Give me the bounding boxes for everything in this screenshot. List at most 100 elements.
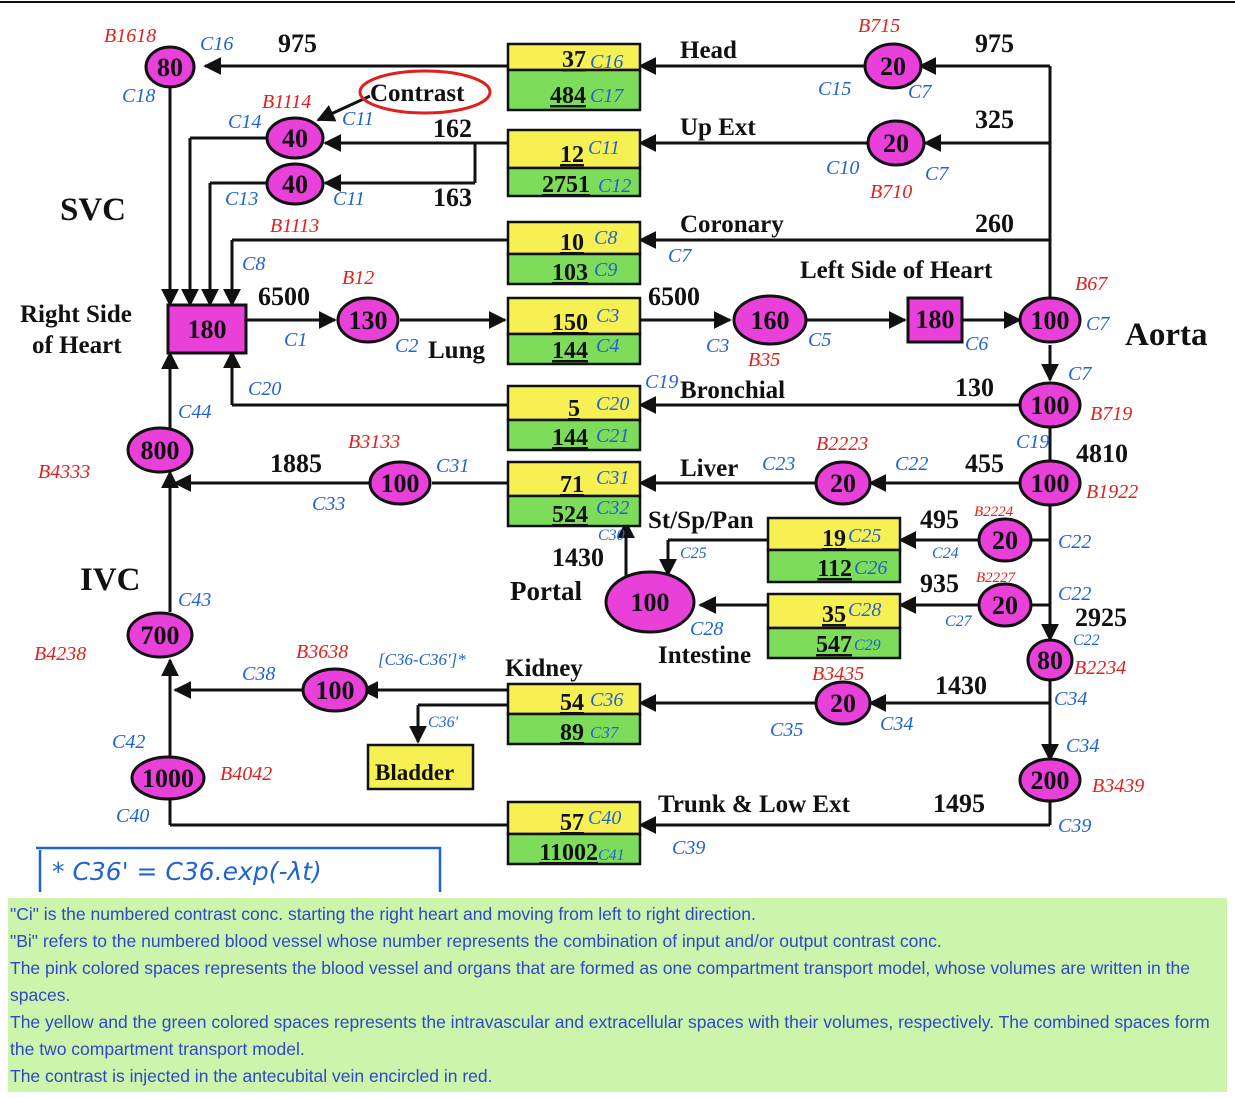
portal-vein-volume: 100 [631,588,670,617]
compartment-kidney: 54 89 [506,682,642,746]
flow-trunk: 1495 [933,789,985,818]
conc-label: C11 [333,188,365,210]
conc-label: C16 [200,33,233,55]
trunk-iv-volume: 57 [560,810,584,836]
vessel-label: B1618 [104,25,156,47]
lung-iv-volume: 150 [552,310,588,336]
coronary-label: Coronary [680,211,784,238]
conc-label: C34 [1066,735,1099,757]
flow-hepatic-arterial: 455 [965,449,1004,478]
flow-aorta-mid: 4810 [1076,439,1128,468]
conc-label: C39 [672,837,705,859]
up-ext-label: Up Ext [680,114,756,141]
ivc-upper-volume: 800 [141,436,180,465]
note-bi: "Bi" refers to the numbered blood vessel… [10,931,942,951]
conc-label: C20 [596,393,629,415]
conc-label: C36' [428,714,459,731]
conc-label: C8 [242,253,265,275]
flow-values: 975 975 325 162 163 260 6500 6500 130 18… [258,29,1128,818]
vessel-label: B2223 [816,433,868,455]
conc-label: C14 [228,111,261,133]
contrast-vein-volume: 40 [282,124,308,153]
conc-label: C28 [690,618,723,640]
renal-artery-volume: 20 [830,689,856,718]
circulation-diagram: 37 484 12 2751 10 103 150 144 5 144 71 5… [0,1,1235,892]
kidney-ec-volume: 89 [560,720,584,746]
head-ec-volume: 484 [550,83,586,109]
vessel-label: B3638 [296,641,348,663]
trunk-ec-volume: 11002 [539,840,598,866]
renal-vein-volume: 100 [316,676,355,705]
flow-aorta-abd: 2925 [1075,603,1127,632]
flow-coronary: 260 [975,209,1014,238]
conc-label: C6 [965,333,988,355]
conc-label: C41 [598,847,625,864]
head-iv-volume: 37 [562,47,586,73]
conc-label: [C36-C36']* [378,650,466,669]
conc-label: C34 [1054,688,1087,710]
kidney-iv-volume: 54 [560,690,584,716]
conc-label: C34 [880,713,913,735]
conc-label: C25 [680,545,707,562]
conc-label: C10 [826,157,859,179]
compartment-lung: 150 144 [506,296,642,366]
conc-label: C28 [848,599,881,621]
conc-label: C30 [598,527,625,544]
vessel-label: B710 [870,181,912,203]
flow-head-arterial: 975 [975,29,1014,58]
vessel-label: B1114 [262,91,311,113]
formula-text: * C36' = C36.exp(-λt) [52,857,322,886]
aorta-abd-volume: 80 [1037,646,1063,675]
vessel-label: B3435 [812,663,864,685]
int-artery-volume: 20 [992,591,1018,620]
vessel-label: B4238 [34,643,86,665]
flow-intestine: 935 [920,569,959,598]
conc-label: C23 [762,453,795,475]
vessel-label: B3133 [348,431,400,453]
up-ext-ec-volume: 2751 [542,172,590,198]
conc-label: C20 [248,378,281,400]
ivc-low-volume: 1000 [142,764,194,793]
conc-label: C26 [854,557,887,579]
legend-notes: "Ci" is the numbered contrast conc. star… [8,898,1227,1092]
vessel-label: B67 [1075,273,1108,295]
vessel-label: B1922 [1086,481,1138,503]
conc-label: C7 [925,163,949,185]
conc-label: C4 [596,335,619,357]
compartment-up-ext: 12 2751 [506,128,642,198]
aorta-mid-volume: 100 [1031,469,1070,498]
compartment-intestine: 35 547 [766,592,902,660]
right-heart-box [166,303,248,355]
trunk-label: Trunk & Low Ext [658,791,851,818]
coronary-iv-volume: 10 [560,230,584,256]
liver-iv-volume: 71 [560,472,584,498]
flow-up-ext-split-b: 163 [433,183,472,212]
hepatic-vein-volume: 100 [381,469,420,498]
vessel-label: B3439 [1092,775,1144,797]
conc-label: C37 [590,723,620,742]
intestine-ec-volume: 547 [816,632,852,658]
up-ext-vein-volume: 40 [282,170,308,199]
contrast-label: Contrast [370,80,465,107]
conc-label: C19 [645,371,678,393]
conc-label: C24 [932,545,959,562]
up-ext-artery-volume: 20 [883,129,909,158]
flow-head-venous: 975 [278,29,317,58]
hepatic-artery-volume: 20 [830,469,856,498]
conc-label: C17 [590,85,624,107]
flow-st-sp: 495 [920,505,959,534]
right-heart-label-1: Right Side [20,301,132,328]
compartment-st-sp-pan: 19 112 [766,516,902,584]
head-label: Head [680,37,737,64]
note-contrast: The contrast is injected in the antecubi… [10,1066,493,1086]
pulm-vein-volume: 160 [751,306,790,335]
vessel-label: B35 [748,349,780,371]
conc-label: C44 [178,401,211,423]
st-sp-artery-volume: 20 [992,526,1018,555]
portal-label: Portal [510,576,582,606]
coronary-ec-volume: 103 [552,260,588,286]
vessel-nodes: 80 40 40 130 160 100 100 100 20 20 20 20… [126,42,1082,803]
conc-label: C29 [854,637,881,654]
conc-label: C7 [1068,363,1092,385]
conc-label: C35 [770,719,803,741]
